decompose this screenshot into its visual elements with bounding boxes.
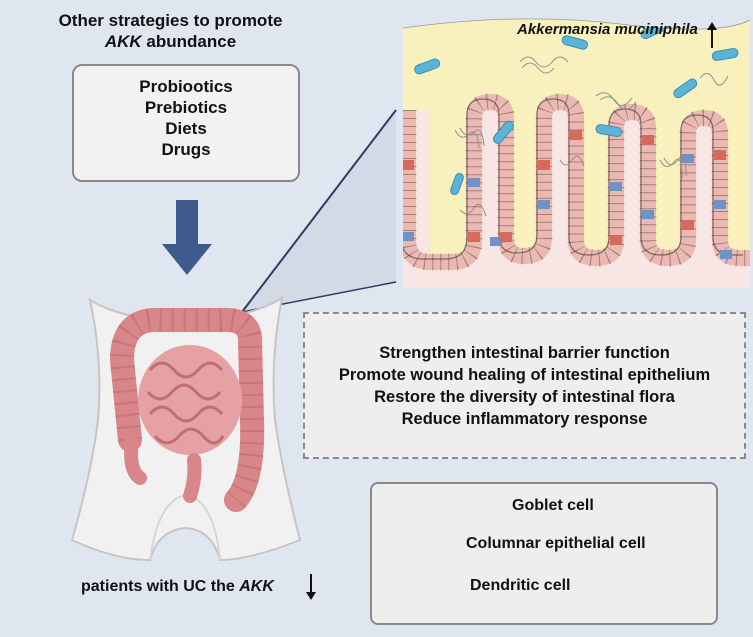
legend-label-columnar: Columnar epithelial cell: [466, 535, 646, 552]
patients-caption-text: patients with UC the: [81, 578, 240, 595]
strategies-title-rest: abundance: [141, 32, 237, 51]
effect-item: Reduce inflammatory response: [401, 410, 648, 428]
effect-item: Strengthen intestinal barrier function: [379, 344, 670, 362]
legend-box: [370, 482, 718, 625]
legend-label-dendritic: Dendritic cell: [470, 577, 571, 594]
down-arrow-icon: [162, 200, 212, 275]
strategy-item: Drugs: [161, 140, 211, 159]
akkermansia-label: Akkermansia muciniphila: [517, 21, 698, 38]
effects-box: Strengthen intestinal barrier function P…: [303, 312, 746, 459]
dendritic-cells: [403, 130, 726, 245]
goblet-cells: [403, 154, 732, 259]
mucus-strands: [454, 56, 729, 217]
effect-item: Promote wound healing of intestinal epit…: [338, 366, 711, 384]
strategies-box: Probiootics Prebiotics Diets Drugs: [72, 64, 300, 182]
intestinal-villi-inset: [403, 18, 750, 288]
intestine-illustration: [109, 307, 265, 512]
patients-caption-akk: AKK: [239, 578, 274, 595]
increase-arrow-icon: [707, 22, 717, 48]
strategy-item: Prebiotics: [144, 98, 228, 117]
patients-caption: patients with UC the AKK: [81, 578, 274, 596]
decrease-arrow-icon: [306, 574, 316, 600]
strategy-item: Probiootics: [139, 77, 233, 96]
strategies-title-line1: Other strategies to promote: [58, 11, 283, 30]
strategies-title-akk: AKK: [104, 32, 142, 51]
legend-label-goblet: Goblet cell: [512, 497, 594, 514]
strategies-title: Other strategies to promote AKK abundanc…: [18, 10, 323, 52]
strategy-item: Diets: [165, 119, 207, 138]
effect-item: Restore the diversity of intestinal flor…: [374, 388, 675, 406]
